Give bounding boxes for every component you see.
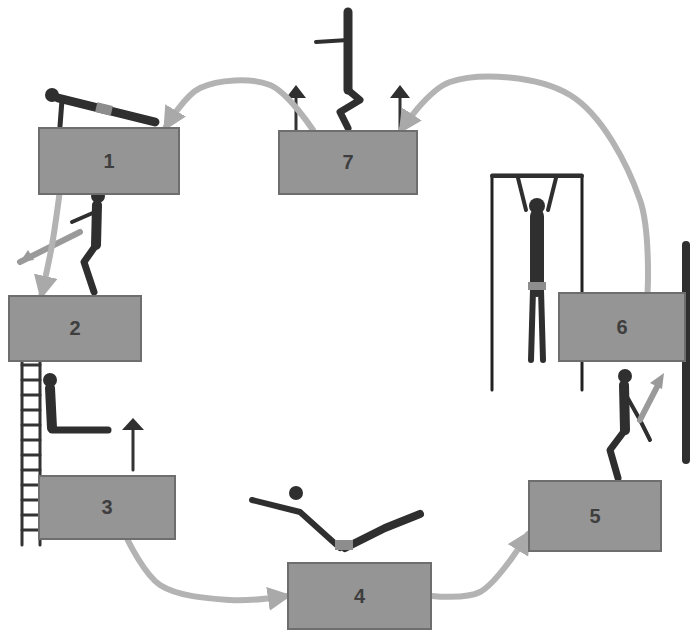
station-number: 3 [101,496,112,519]
flow-arrow [166,80,313,130]
station-box: 7 [278,130,418,195]
squat-jump-figure [610,369,664,478]
station-number: 1 [103,150,114,173]
squat-figure [20,189,105,292]
flow-arrow [432,534,528,597]
flow-arrow [401,77,648,292]
station-number: 2 [69,317,80,340]
station-box: 1 [38,127,180,195]
v-sit-figure [252,486,420,550]
station-number: 7 [342,151,353,174]
hanging-figure [492,176,686,460]
station-box: 3 [38,475,176,540]
jump-squat-figure [286,12,410,130]
pushup-figure [45,88,155,126]
station-number: 4 [354,585,365,608]
station-number: 6 [616,316,627,339]
flow-arrow [42,195,60,295]
flow-arrow [128,540,287,600]
leg-raise-figure [43,373,144,470]
station-box: 5 [528,480,662,552]
station-box: 4 [287,562,432,630]
station-box: 6 [558,292,686,362]
station-number: 5 [589,505,600,528]
station-box: 2 [8,295,142,362]
